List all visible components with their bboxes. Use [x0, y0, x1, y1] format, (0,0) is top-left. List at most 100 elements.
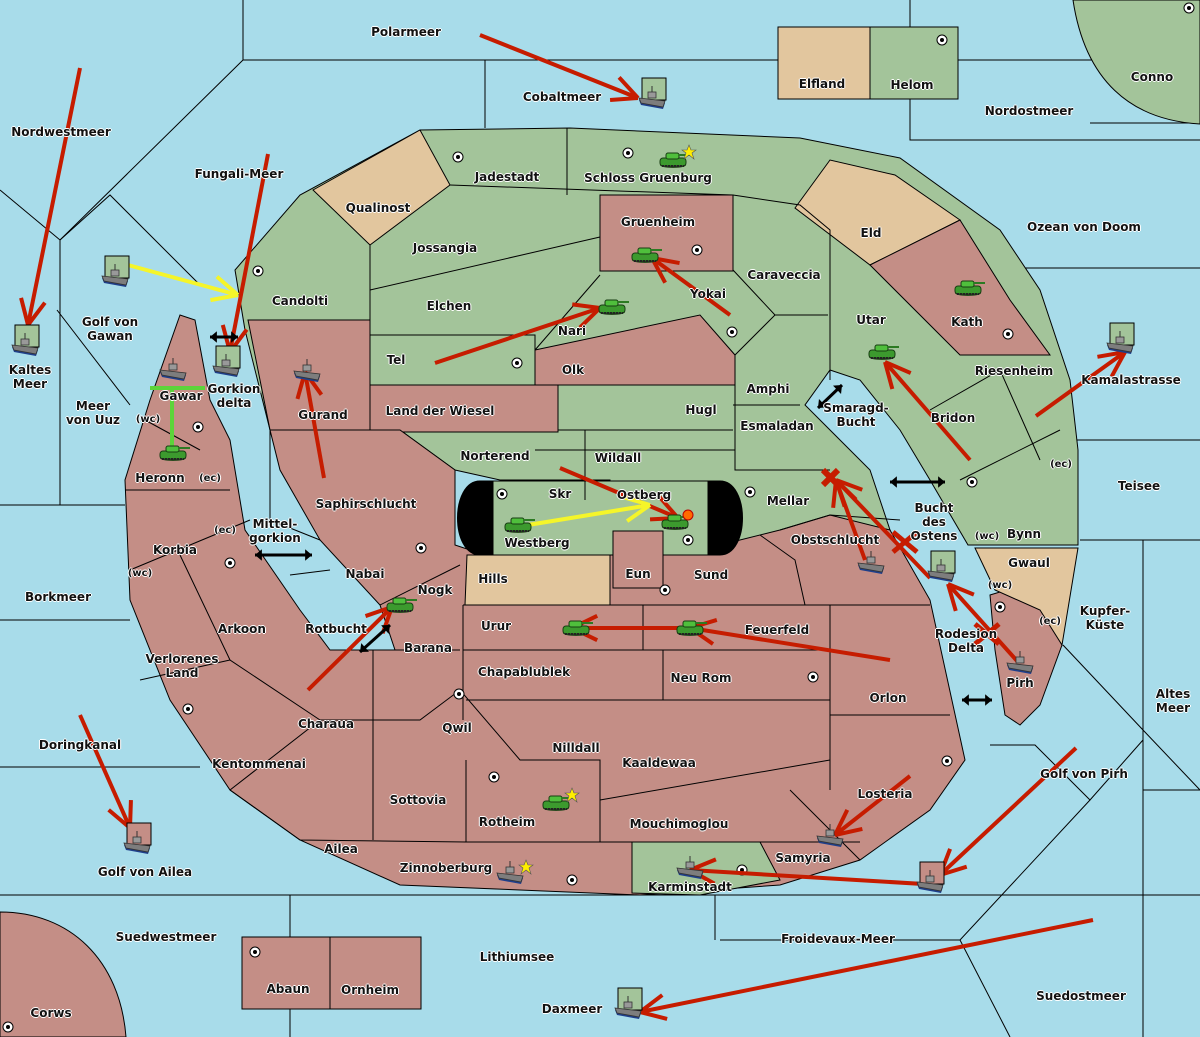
province-label-gorkion[interactable]: Gorkion delta [207, 382, 261, 410]
province-label-yokai[interactable]: Yokai [689, 287, 727, 301]
province-label-korbia[interactable]: Korbia [152, 543, 198, 557]
province-label-bridon[interactable]: Bridon [930, 411, 976, 425]
province-label-wildall[interactable]: Wildall [594, 451, 642, 465]
province-label-westberg[interactable]: Westberg [504, 536, 570, 550]
province-label-golfgawan[interactable]: Golf von Gawan [81, 315, 139, 343]
province-label-kaltes[interactable]: Kaltes Meer [8, 363, 52, 391]
province-label-kath[interactable]: Kath [951, 315, 983, 329]
province-label-froide[interactable]: Froidevaux-Meer [781, 932, 895, 946]
coast-tag-wc: (wc) [135, 414, 161, 425]
province-label-charaua[interactable]: Charaua [297, 717, 355, 731]
province-label-meeruuz[interactable]: Meer von Uuz [65, 399, 121, 427]
province-label-candolti[interactable]: Candolti [271, 294, 329, 308]
province-label-ailea[interactable]: Ailea [324, 842, 358, 856]
province-label-saphir[interactable]: Saphirschlucht [315, 497, 417, 511]
province-label-golfpirh[interactable]: Golf von Pirh [1040, 767, 1128, 781]
province-label-nordwestmeer[interactable]: Nordwestmeer [11, 125, 111, 139]
province-label-fungali[interactable]: Fungali-Meer [194, 167, 284, 181]
province-label-schloss[interactable]: Schloss Gruenburg [584, 171, 712, 185]
province-label-suedost[interactable]: Suedostmeer [1036, 989, 1126, 1003]
province-label-ornheim[interactable]: Ornheim [341, 983, 399, 997]
province-label-gurand[interactable]: Gurand [298, 408, 348, 422]
province-label-hugl[interactable]: Hugl [685, 403, 717, 417]
province-label-cobaltmeer[interactable]: Cobaltmeer [522, 90, 602, 104]
province-label-utar[interactable]: Utar [856, 313, 886, 327]
province-label-abaun[interactable]: Abaun [266, 982, 310, 996]
province-label-helom[interactable]: Helom [890, 78, 934, 92]
province-label-nordostmeer[interactable]: Nordostmeer [984, 104, 1074, 118]
province-label-lithium[interactable]: Lithiumsee [479, 950, 555, 964]
province-label-wiesel[interactable]: Land der Wiesel [385, 404, 495, 418]
province-label-pirh[interactable]: Pirh [1006, 676, 1034, 690]
province-label-kaaldewaa[interactable]: Kaaldewaa [622, 756, 696, 770]
province-label-jossangia[interactable]: Jossangia [412, 241, 478, 255]
province-label-qwil[interactable]: Qwil [442, 721, 472, 735]
province-label-ostberg[interactable]: Ostberg [616, 488, 672, 502]
province-label-barana[interactable]: Barana [404, 641, 452, 655]
province-label-olk[interactable]: Olk [561, 363, 585, 377]
province-label-corws[interactable]: Corws [30, 1006, 72, 1020]
province-label-kentom[interactable]: Kentommenai [212, 757, 306, 771]
province-label-zinnober[interactable]: Zinnoberburg [399, 861, 493, 875]
province-label-sottovia[interactable]: Sottovia [389, 793, 447, 807]
province-label-golfailea[interactable]: Golf von Ailea [97, 865, 193, 879]
province-label-verlorenes[interactable]: Verlorenes Land [145, 652, 219, 680]
province-label-heronn[interactable]: Heronn [135, 471, 185, 485]
province-label-elfland[interactable]: Elfland [798, 77, 846, 91]
province-label-rodesion[interactable]: Rodesion Delta [934, 627, 998, 655]
province-label-altes[interactable]: Altes Meer [1155, 687, 1191, 715]
province-label-neurom[interactable]: Neu Rom [670, 671, 732, 685]
province-label-samyria[interactable]: Samyria [775, 851, 831, 865]
province-label-sund[interactable]: Sund [693, 568, 729, 582]
province-label-gawar[interactable]: Gawar [159, 389, 203, 403]
province-label-kamala[interactable]: Kamalastrasse [1081, 373, 1181, 387]
province-label-nari[interactable]: Nari [557, 324, 587, 338]
province-label-arkoon[interactable]: Arkoon [218, 622, 266, 636]
province-label-ozean[interactable]: Ozean von Doom [1027, 220, 1141, 234]
move-order-arrow-head [19, 297, 30, 326]
province-label-mittel[interactable]: Mittel- gorkion [249, 517, 301, 545]
province-label-karmin[interactable]: Karminstadt [648, 880, 732, 894]
province-label-mellar[interactable]: Mellar [766, 494, 810, 508]
province-label-suedwest[interactable]: Suedwestmeer [115, 930, 217, 944]
province-label-rotbucht[interactable]: Rotbucht [305, 622, 367, 636]
province-label-gwaul[interactable]: Gwaul [1008, 556, 1050, 570]
supply-center-icon [252, 265, 264, 277]
province-label-nabai[interactable]: Nabai [345, 567, 385, 581]
province-label-bynn[interactable]: Bynn [1006, 527, 1042, 541]
province-label-polarmeer[interactable]: Polarmeer [371, 25, 441, 39]
province-label-rotheim[interactable]: Rotheim [478, 815, 536, 829]
province-label-daxmeer[interactable]: Daxmeer [541, 1002, 603, 1016]
province-label-eun[interactable]: Eun [625, 567, 651, 581]
province-label-eld[interactable]: Eld [860, 226, 882, 240]
province-label-feuerfeld[interactable]: Feuerfeld [744, 623, 810, 637]
province-label-riesenheim[interactable]: Riesenheim [974, 364, 1054, 378]
province-label-borkmeer[interactable]: Borkmeer [25, 590, 91, 604]
province-label-nogk[interactable]: Nogk [417, 583, 453, 597]
province-label-tel[interactable]: Tel [386, 353, 406, 367]
province-label-hills[interactable]: Hills [478, 572, 508, 586]
province-label-smaragd[interactable]: Smaragd- Bucht [823, 401, 889, 429]
province-label-elchen[interactable]: Elchen [426, 299, 472, 313]
province-label-jadestadt[interactable]: Jadestadt [474, 170, 540, 184]
province-label-skr[interactable]: Skr [548, 487, 572, 501]
province-label-nilldall[interactable]: Nilldall [552, 741, 600, 755]
province-label-chapa[interactable]: Chapablublek [477, 665, 571, 679]
province-label-amphi[interactable]: Amphi [746, 382, 790, 396]
province-label-qualinost[interactable]: Qualinost [345, 201, 411, 215]
province-label-kupfer[interactable]: Kupfer- Küste [1079, 604, 1131, 632]
province-label-doring[interactable]: Doringkanal [38, 738, 122, 752]
province-label-bucht[interactable]: Bucht des Ostens [910, 501, 958, 543]
province-label-urur[interactable]: Urur [480, 619, 512, 633]
province-label-esmaladan[interactable]: Esmaladan [740, 419, 814, 433]
province-label-gruenheim[interactable]: Gruenheim [620, 215, 696, 229]
province-label-norterend[interactable]: Norterend [460, 449, 530, 463]
province-label-caraveccia[interactable]: Caraveccia [747, 268, 821, 282]
province-label-orlon[interactable]: Orlon [869, 691, 907, 705]
province-label-teisee[interactable]: Teisee [1117, 479, 1161, 493]
province-label-mouchi[interactable]: Mouchimoglou [629, 817, 729, 831]
province-label-obst[interactable]: Obstschlucht [790, 533, 880, 547]
swap-arrow-head [938, 476, 945, 488]
province-label-losteria[interactable]: Losteria [857, 787, 913, 801]
province-label-conno[interactable]: Conno [1130, 70, 1174, 84]
